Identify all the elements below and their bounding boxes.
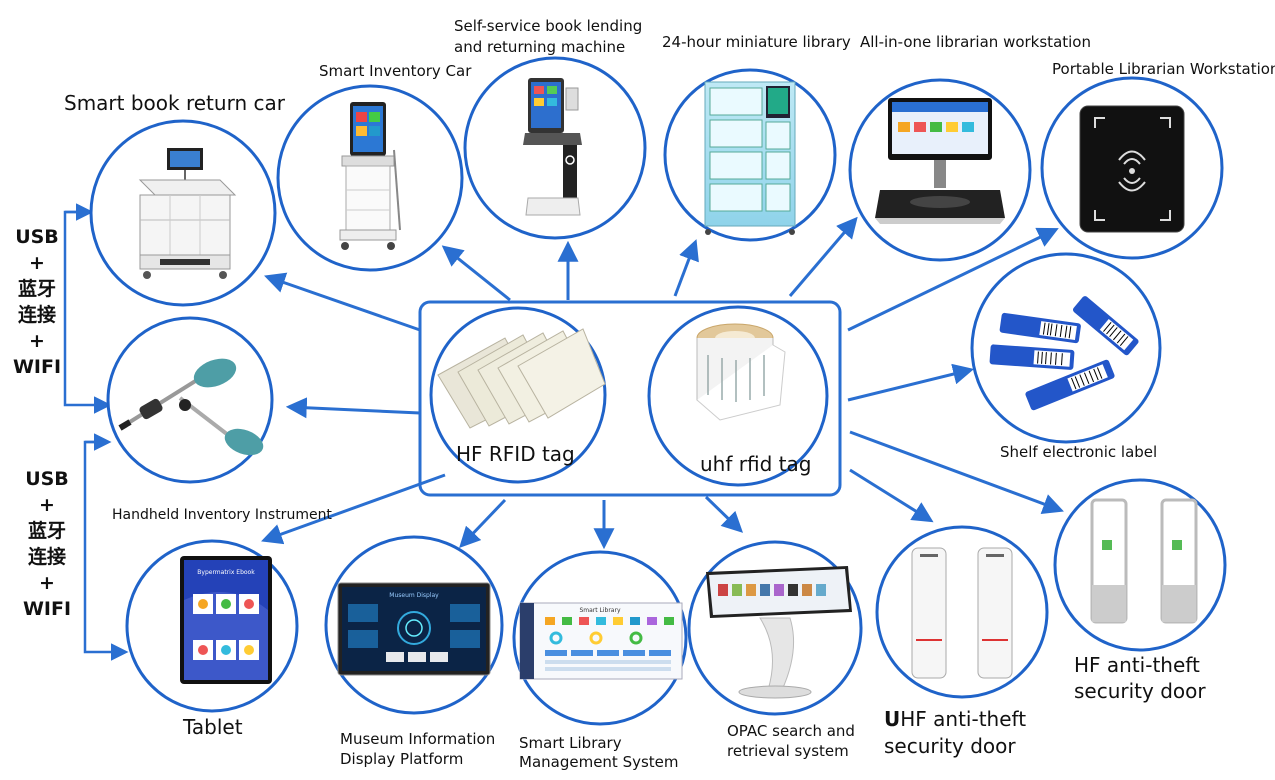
museum-label-line1: Museum Information [340,730,496,748]
conn-bottom-usb: USB [25,468,69,490]
shelf-label-circle [970,252,1162,444]
shelf-label-label: Shelf electronic label [1000,443,1158,461]
opac-kiosk-image [706,566,852,699]
slms-label-line2: Management System [519,753,679,771]
uhf-door-label-rest: HF anti-theft [900,707,1027,731]
librarian-workstation-image [875,98,1005,224]
mini-library-image [704,81,796,235]
smart-book-return-car-label: Smart book return car [64,91,285,115]
uhf-door-label-bold: U [884,707,901,731]
slms-label-line1: Smart Library [519,734,622,752]
museum-screen-header: Museum Display [389,592,439,599]
hf-door-label-line2: security door [1074,679,1206,703]
portable-workstation-label: Portable Librarian Workstation [1052,60,1275,78]
librarian-workstation-label: All-in-one librarian workstation [860,33,1091,51]
handheld-instrument-image [118,358,264,456]
tablet-screen-header: Bypermatrix Ebook [197,569,255,576]
handheld-circle [106,316,274,484]
conn-top-plus1: + [29,252,45,274]
museum-display-image: Museum Display [337,582,491,676]
uhf-door-label-line1: UHF anti-theft [884,707,1026,731]
connection-note-bottom: USB + 蓝牙 连接 + WIFI [22,466,72,622]
tablet-label: Tablet [183,715,243,739]
conn-top-connect: 连接 [17,304,56,326]
slms-dashboard-image: Smart Library [519,602,683,680]
conn-bottom-wifi: WIFI [22,598,72,620]
uhf-rfid-tag-image [696,323,786,421]
conn-top-wifi: WIFI [12,356,62,378]
uhf-door-label-line2: security door [884,734,1016,758]
uhf-door-circle [875,525,1049,699]
conn-bottom-plus1: + [39,494,55,516]
connection-note-top: USB + 蓝牙 连接 + WIFI [12,224,62,380]
hf-rfid-tag-image [437,328,606,429]
slms-screen-header: Smart Library [579,607,620,614]
hf-tag-label: HF RFID tag [456,442,575,466]
hf-door-label-line1: HF anti-theft [1074,653,1200,677]
handheld-label: Handheld Inventory Instrument [112,507,332,523]
conn-top-usb: USB [15,226,59,248]
inventory-car-image [339,102,401,250]
opac-label-line2: retrieval system [727,742,849,760]
self-service-label-line2: and returning machine [454,38,626,56]
uhf-door-image [911,547,1013,679]
connector-arrows [261,216,1064,550]
shelf-label-image [989,296,1139,411]
miniature-library-label: 24-hour miniature library [662,33,851,51]
book-return-car-image [138,148,237,279]
conn-bottom-connect: 连接 [27,546,66,568]
conn-bottom-bluetooth: 蓝牙 [27,520,66,542]
hf-door-image [1090,498,1198,624]
self-service-machine-image [523,78,582,216]
smart-inventory-car-label: Smart Inventory Car [319,62,472,80]
conn-bottom-plus2: + [39,572,55,594]
conn-top-plus2: + [29,330,45,352]
portable-workstation-image [1079,105,1185,233]
opac-label-line1: OPAC search and [727,722,855,740]
hf-door-circle [1053,478,1227,652]
self-service-label-line1: Self-service book lending [454,17,643,35]
uhf-tag-label: uhf rfid tag [700,452,812,476]
side-connectors [63,203,129,661]
museum-label-line2: Display Platform [340,750,464,768]
tablet-image: Bypermatrix Ebook [180,556,272,684]
conn-top-bluetooth: 蓝牙 [17,278,56,300]
self-service-circle [463,56,647,240]
